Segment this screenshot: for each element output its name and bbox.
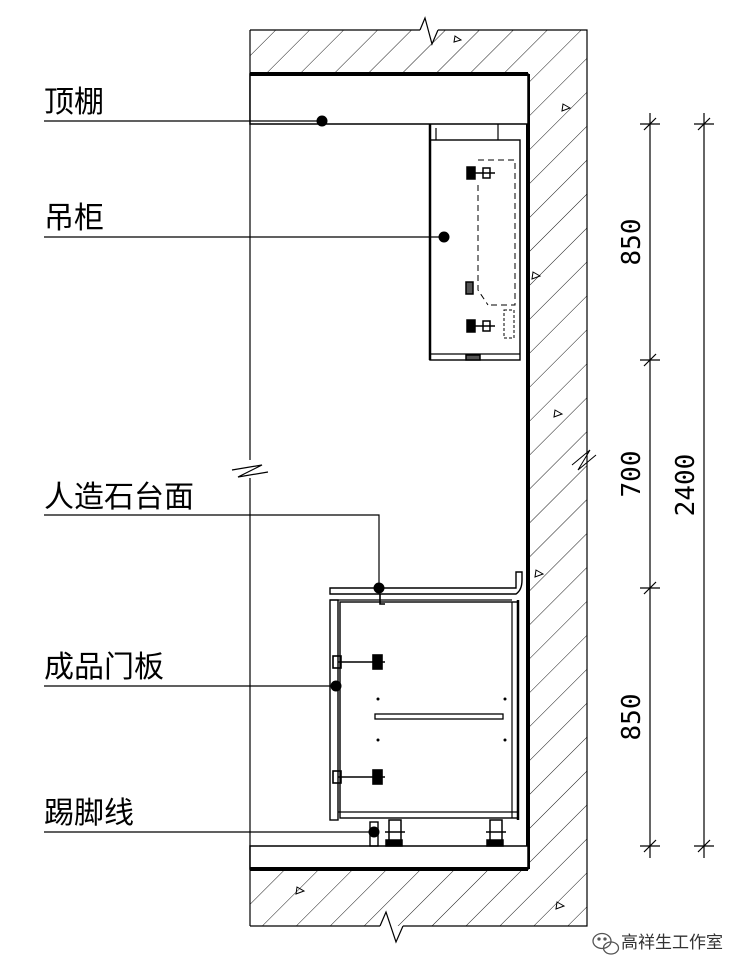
floor-slab — [250, 869, 587, 926]
structure — [231, 16, 597, 944]
right-wall — [528, 74, 587, 869]
base-cabinet — [329, 571, 523, 847]
wall-cabinet — [428, 124, 521, 361]
watermark-text: 高祥生工作室 — [621, 933, 723, 953]
dimension-base-cabinet: 850 — [617, 694, 647, 741]
label-countertop: 人造石台面 — [44, 480, 194, 515]
watermark: 高祥生工作室 — [592, 932, 723, 955]
wechat-icon — [592, 932, 620, 955]
label-ceiling: 顶棚 — [44, 85, 104, 120]
break-symbol-left — [231, 464, 269, 478]
dimension-total: 2400 — [671, 454, 701, 517]
floor-finish — [249, 845, 529, 870]
cabinet-leg — [385, 819, 405, 847]
ceiling-slab — [250, 30, 587, 74]
shelf — [374, 713, 504, 720]
dimension-lines — [640, 113, 714, 858]
label-kick-board: 踢脚线 — [44, 796, 134, 831]
countertop — [329, 571, 523, 595]
break-symbol-top — [419, 16, 439, 46]
ceiling-board — [249, 73, 529, 125]
annotations — [44, 115, 450, 838]
door-panel — [329, 599, 339, 821]
dimension-upper-cabinet: 850 — [617, 219, 647, 266]
label-door-panel: 成品门板 — [44, 650, 164, 685]
cabinet-leg — [486, 819, 506, 847]
label-wall-cabinet: 吊柜 — [44, 201, 104, 236]
dimension-gap: 700 — [617, 451, 647, 498]
break-symbol-bottom — [379, 910, 404, 944]
